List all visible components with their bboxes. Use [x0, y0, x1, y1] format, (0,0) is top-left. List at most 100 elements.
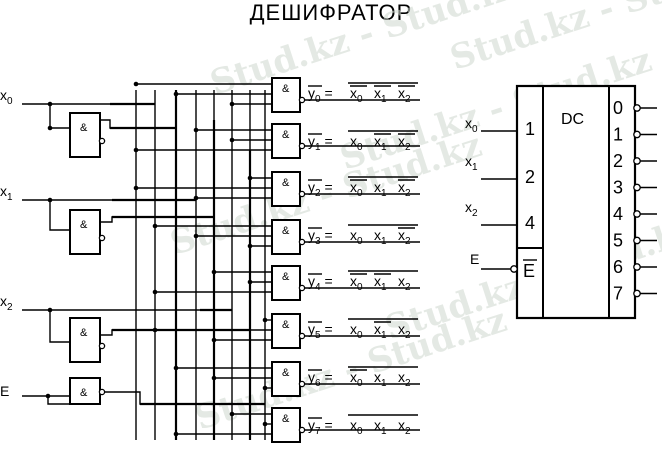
output-equation-5: y5 =	[308, 321, 333, 341]
inverter-bubble	[298, 332, 306, 340]
junction-dot	[152, 223, 158, 229]
junction-dot	[47, 101, 53, 107]
junction-dot	[47, 197, 53, 203]
equation-term: x1	[374, 85, 387, 105]
gate-symbol: &	[282, 367, 290, 379]
dc-output-pin-7: 7	[613, 284, 623, 304]
output-equation-3: y3 =	[308, 227, 333, 247]
junction-dot	[133, 185, 139, 191]
decode-gate-5	[271, 313, 301, 349]
output-bubble	[633, 236, 641, 245]
equation-term: x2	[398, 369, 411, 389]
junction-dot	[193, 127, 199, 133]
output-equation-6: y6 =	[308, 369, 333, 389]
inverter-bubble	[298, 190, 306, 198]
decode-gate-4	[271, 265, 301, 301]
inverter-bubble	[298, 238, 306, 246]
equation-term: x2	[398, 273, 411, 293]
equation-term: x1	[374, 369, 387, 389]
gate-symbol: &	[282, 319, 290, 331]
input-label-E: E	[0, 383, 9, 399]
output-bubble	[633, 104, 641, 112]
gate-symbol: &	[282, 83, 290, 95]
inverter-bubble	[98, 234, 106, 242]
wire	[49, 310, 70, 343]
decode-gate-1	[271, 123, 301, 159]
junction-dot	[133, 81, 139, 87]
gate-symbol: &	[282, 413, 290, 425]
junction-dot	[229, 101, 235, 107]
equation-term: x1	[374, 321, 387, 341]
output-bubble	[633, 210, 641, 218]
output-bubble	[633, 263, 641, 271]
inverter-bubble	[98, 137, 106, 145]
gate-symbol: &	[80, 327, 88, 339]
gate-symbol: &	[282, 129, 290, 141]
output-equation-1: y1 =	[308, 133, 333, 153]
input-label-x0: x0	[0, 87, 13, 107]
inverter-bubble	[298, 284, 306, 292]
equation-term: x0	[350, 85, 363, 105]
output-equation-7: y7 =	[308, 417, 333, 437]
inverter-bubble	[298, 380, 306, 388]
equation-term: x2	[398, 227, 411, 247]
dc-input-label-x2: x2	[465, 199, 478, 219]
output-equation-0: y0 =	[308, 85, 333, 105]
gate-symbol: &	[282, 271, 290, 283]
output-bubble	[633, 130, 641, 139]
inverter-bubble	[298, 96, 306, 104]
equation-term: x0	[350, 417, 363, 437]
equation-term: x2	[398, 417, 411, 437]
equation-term: x2	[398, 179, 411, 199]
decode-gate-2	[271, 171, 301, 207]
equation-term: x0	[350, 369, 363, 389]
wire	[100, 119, 136, 129]
equation-term: x0	[350, 179, 363, 199]
output-bubble	[633, 183, 641, 192]
gates-layer: &&&&&&&&&&&&	[69, 77, 306, 443]
equation-term: x1	[374, 133, 387, 153]
dc-input-weight-2: 2	[525, 167, 535, 187]
equation-term: x0	[350, 273, 363, 293]
equation-term: x1	[374, 179, 387, 199]
output-equation-2: y2 =	[308, 179, 333, 199]
output-equation-4: y4 =	[308, 273, 333, 293]
equation-term: x2	[398, 321, 411, 341]
junction-dot	[193, 233, 199, 239]
output-bubble	[633, 289, 641, 298]
wire	[47, 396, 70, 405]
equation-term: x0	[350, 321, 363, 341]
wire	[49, 200, 70, 231]
decode-gate-0	[271, 77, 301, 113]
decode-gate-7	[271, 407, 301, 443]
dc-input-label-x1: x1	[465, 153, 478, 173]
inverter-bubble	[298, 426, 306, 434]
junction-dot	[152, 289, 158, 295]
dc-input-weight-1: 1	[525, 119, 535, 139]
dc-output-pin-2: 2	[613, 151, 623, 171]
wiring	[22, 81, 420, 440]
dc-output-pin-6: 6	[613, 257, 623, 277]
junction-dot	[229, 137, 235, 143]
input-gate-1	[69, 209, 101, 255]
input-label-x1: x1	[0, 183, 13, 203]
equation-term: x2	[398, 133, 411, 153]
junction-dot	[45, 393, 51, 399]
equation-term: x0	[350, 227, 363, 247]
dc-output-pin-0: 0	[613, 98, 623, 118]
dc-input-label-E: E	[470, 251, 479, 267]
junction-dot	[133, 147, 139, 153]
junction-dot	[262, 421, 268, 427]
dc-label: DC	[561, 111, 584, 128]
junction-dot	[47, 125, 53, 131]
decode-gate-3	[271, 219, 301, 255]
equation-term: x2	[398, 85, 411, 105]
gate-symbol: &	[282, 177, 290, 189]
dc-input-weight-4: 4	[525, 213, 535, 233]
junction-dot	[262, 385, 268, 391]
dc-block-body	[515, 84, 637, 320]
junction-dot	[229, 411, 235, 417]
decode-gate-6	[271, 361, 301, 397]
